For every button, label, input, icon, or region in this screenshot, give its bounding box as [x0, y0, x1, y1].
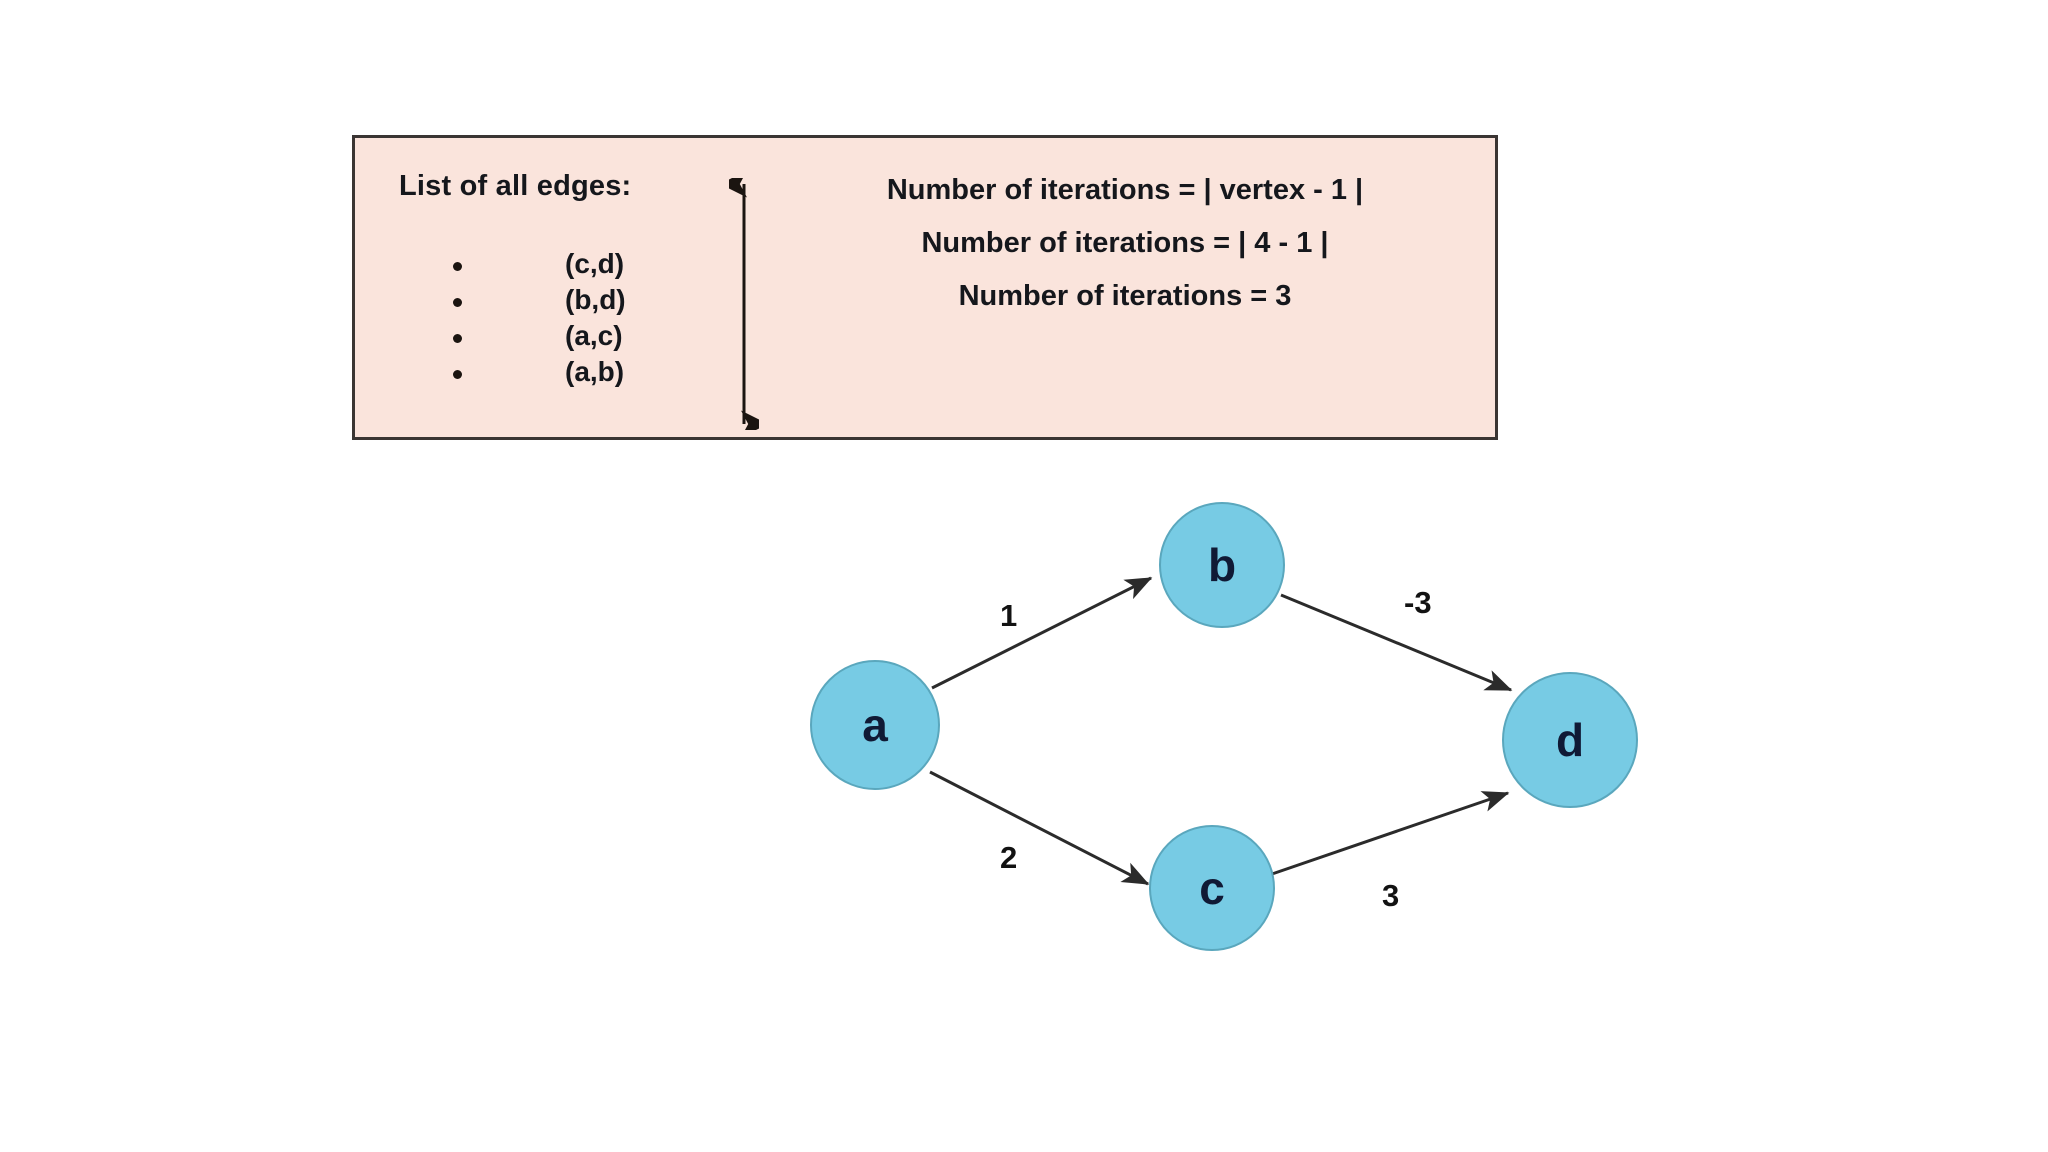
iteration-line-2: Number of iterations = | 4 - 1 |: [921, 227, 1329, 259]
edge-a-b: [931, 576, 1153, 690]
graph-node-a-label: a: [862, 699, 888, 751]
edge-c-d: [1271, 791, 1510, 876]
list-item: (a,c): [415, 320, 715, 356]
edge-a-c: [929, 770, 1150, 886]
info-panel: List of all edges: (c,d) (b,d) (a,c) (a,…: [352, 135, 1498, 440]
bullet-icon: [453, 298, 462, 307]
edge-weight-a-b: 1: [1000, 598, 1018, 633]
iteration-line-1: Number of iterations = | vertex - 1 |: [886, 174, 1364, 206]
edge-list-heading: List of all edges:: [399, 170, 632, 202]
bullet-icon: [453, 262, 462, 271]
iteration-line-3: Number of iterations = 3: [958, 280, 1292, 312]
edge-pair-label: (c,d): [565, 248, 625, 279]
bullet-icon: [453, 370, 462, 379]
edge-weight-a-c: 2: [1000, 840, 1018, 875]
graph-node-b-label: b: [1207, 539, 1237, 591]
edge-b-d: [1280, 593, 1513, 692]
list-item: (c,d): [415, 248, 715, 284]
graph-node-a[interactable]: a: [810, 660, 940, 790]
edge-pair-label: (a,c): [565, 320, 623, 351]
graph-node-d-label: d: [1555, 714, 1585, 766]
list-item: (a,b): [415, 356, 715, 392]
iteration-formula-block: Number of iterations = | vertex - 1 | Nu…: [775, 158, 1475, 335]
graph-node-c-label: c: [1199, 862, 1225, 914]
edge-pair-label: (a,b): [565, 356, 625, 387]
double-headed-vertical-arrow-icon: [729, 178, 759, 430]
edge-weight-b-d: -3: [1404, 585, 1432, 620]
graph-node-d[interactable]: d: [1502, 672, 1638, 808]
edge-list: (c,d) (b,d) (a,c) (a,b): [415, 248, 715, 392]
bullet-icon: [453, 334, 462, 343]
graph-node-b[interactable]: b: [1159, 502, 1285, 628]
graph-node-c[interactable]: c: [1149, 825, 1275, 951]
list-item: (b,d): [415, 284, 715, 320]
edge-weight-c-d: 3: [1382, 878, 1400, 913]
edge-pair-label: (b,d): [565, 284, 626, 315]
